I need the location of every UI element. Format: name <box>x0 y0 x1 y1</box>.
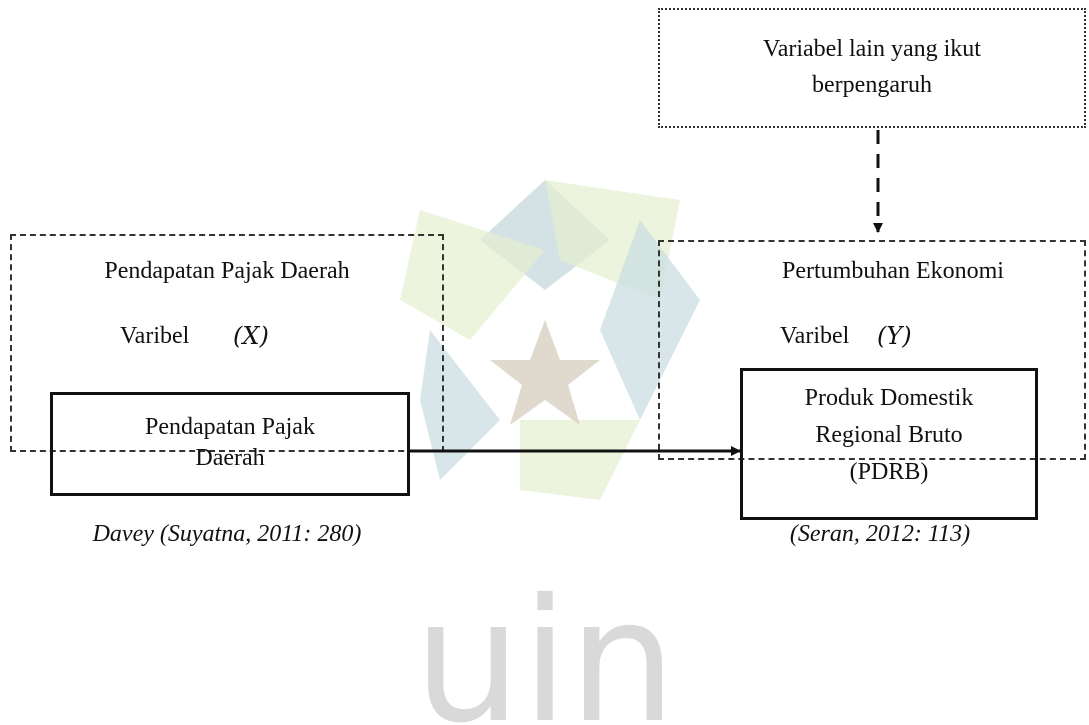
other-variables-line2: berpengaruh <box>812 72 932 98</box>
left-variable-symbol: (X) <box>233 322 269 350</box>
right-variable-label: Varibel <box>780 323 850 349</box>
other-variables-box <box>658 8 1086 128</box>
right-citation: (Seran, 2012: 113) <box>789 521 971 547</box>
left-box-line1: Pendapatan Pajak <box>145 414 315 440</box>
left-variable-label: Varibel <box>120 323 190 349</box>
dependent-variable-panel <box>658 240 1086 460</box>
independent-variable-panel <box>10 234 444 452</box>
right-variable-symbol: (Y) <box>877 322 912 350</box>
regional-tax-revenue-box <box>50 392 410 496</box>
right-panel-title: Pertumbuhan Ekonomi <box>782 258 1004 284</box>
left-panel-title: Pendapatan Pajak Daerah <box>104 258 350 284</box>
right-box-line2: Regional Bruto <box>815 422 963 448</box>
left-box-line2: Daerah <box>195 445 265 471</box>
right-box-line3: (PDRB) <box>849 459 929 485</box>
right-box-line1: Produk Domestik <box>804 385 974 411</box>
watermark-text: uin <box>414 563 677 725</box>
left-citation: Davey (Suyatna, 2011: 280) <box>92 521 362 547</box>
gdrp-box <box>740 368 1038 520</box>
other-variables-line1: Variabel lain yang ikut <box>763 36 981 62</box>
